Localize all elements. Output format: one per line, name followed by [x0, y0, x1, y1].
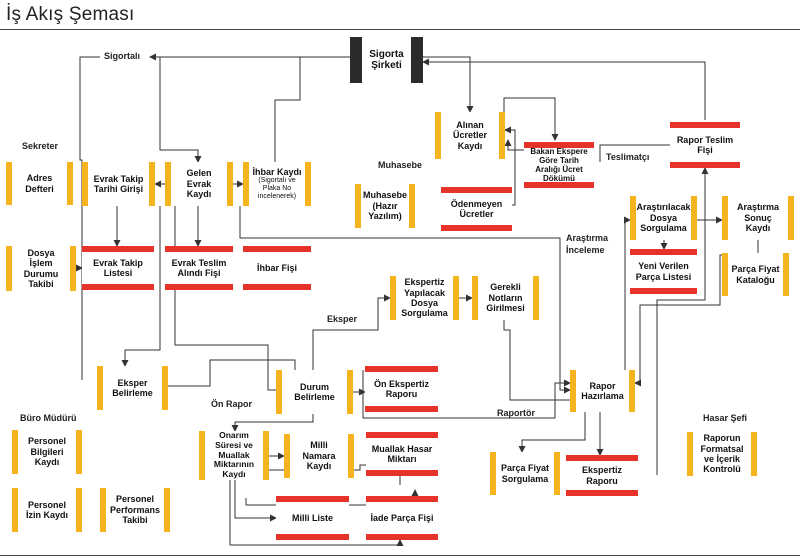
- wire-hazir-parca: [518, 412, 586, 453]
- role-sekreter: Sekreter: [22, 141, 59, 151]
- wire-bakan-ucret: [504, 139, 524, 151]
- wire-ihbar-sirket: [274, 56, 350, 162]
- iade-parca-fisi-box[interactable]: İade Parça Fişi: [366, 496, 438, 540]
- wire-on-raportor: [362, 370, 571, 419]
- parca-fiyat-sorgulama-box[interactable]: Parça Fiyat Sorgulama: [490, 452, 560, 495]
- wire-hazir-arastir: [624, 216, 631, 370]
- rapor-teslim-fisi-box[interactable]: Rapor Teslim Fişi: [670, 122, 740, 168]
- wire-hazir-teslim: [656, 167, 709, 475]
- wire-durum-onarim: [231, 414, 314, 432]
- wire-sigortali-gelen: [159, 57, 202, 163]
- role-muhasebe: Muhasebe: [378, 160, 423, 170]
- evrak-teslim-fisi-box[interactable]: Evrak Teslim Alındı Fişi: [165, 246, 233, 290]
- rapor-hazirlama-box[interactable]: Rapor Hazırlama: [570, 370, 635, 412]
- wire-teslim-bakan: [599, 144, 670, 162]
- personel-izin-box[interactable]: Personel İzin Kaydı: [12, 488, 82, 532]
- role-raportor: Raportör: [497, 408, 535, 418]
- wire-ucret-bakan: [503, 97, 559, 141]
- wire-onarim-iade: [229, 480, 404, 546]
- parca-fiyat-katalogu-box[interactable]: Parça Fiyat Kataloğu: [722, 253, 789, 296]
- gerekli-notlar-box[interactable]: Gerekli Notların Girilmesi: [472, 276, 539, 320]
- wire-gelen-down: [174, 206, 280, 391]
- wire-teslim-sirket: [422, 58, 706, 120]
- adres-defteri-box[interactable]: Adres Defteri: [6, 162, 73, 205]
- title-divider: [0, 29, 800, 30]
- role-arastirma-inceleme: Araştırma İnceleme: [566, 233, 609, 255]
- muhasebe-yazilim-box[interactable]: Muhasebe (Hazır Yazılım): [355, 184, 415, 228]
- sigorta-sirketi-box[interactable]: Sigorta Şirketi: [350, 37, 423, 83]
- wire-notlar-hazir: [503, 320, 570, 401]
- on-ekspertiz-raporu-box[interactable]: Ön Ekspertiz Raporu: [365, 366, 438, 412]
- page-title: İş Akış Şeması: [6, 4, 135, 25]
- wire-durum-sorgu: [312, 294, 391, 370]
- bakan-eksper-box[interactable]: Bakan Ekspere Göre Tarih Aralığı Ücret D…: [524, 142, 594, 188]
- wire-eksper-durum: [168, 359, 296, 387]
- ihbar-kaydi-box[interactable]: İhbar Kaydı (Sigortalı ve Plaka No incel…: [243, 162, 311, 206]
- role-buro-muduru: Büro Müdürü: [20, 413, 77, 423]
- wire-ihbar-right: [239, 206, 571, 394]
- role-sigortali: Sigortalı: [104, 51, 141, 61]
- gelen-evrak-kaydi-box[interactable]: Gelen Evrak Kaydı: [165, 162, 233, 206]
- ekspertiz-raporu-box[interactable]: Ekspertiz Raporu: [566, 455, 638, 496]
- wire-onarim-milli: [234, 480, 277, 522]
- ihbar-fisi-box[interactable]: İhbar Fişi: [243, 246, 311, 290]
- arastirma-sonuc-box[interactable]: Araştırma Sonuç Kaydı: [722, 196, 794, 240]
- milli-namara-box[interactable]: Milli Namara Kaydı: [284, 434, 354, 478]
- personel-performans-box[interactable]: Personel Performans Takibi: [100, 488, 170, 532]
- durum-belirleme-box[interactable]: Durum Belirleme: [276, 370, 353, 414]
- wire-sirket-ucret: [423, 56, 474, 113]
- role-teslimatci: Teslimatçı: [606, 152, 650, 162]
- role-on-rapor: Ön Rapor: [211, 399, 253, 409]
- wire-long-eksper: [121, 206, 161, 367]
- onarim-suresi-box[interactable]: Onarım Süresi ve Muallak Miktarının Kayd…: [199, 430, 269, 480]
- ekspertiz-dosya-sorgulama-box[interactable]: Ekspertiz Yapılacak Dosya Sorgulama: [390, 276, 459, 320]
- dosya-islem-durumu-box[interactable]: Dosya İşlem Durumu Takibi: [6, 246, 76, 291]
- bottom-divider: [0, 555, 800, 556]
- muallak-hasar-box[interactable]: Muallak Hasar Miktarı: [366, 432, 438, 476]
- milli-liste-box[interactable]: Milli Liste: [276, 496, 349, 540]
- odenmeyen-ucretler-box[interactable]: Ödenmeyen Ücretler: [441, 187, 512, 231]
- wire-sigortali-left: [79, 56, 100, 380]
- alinan-ucretler-box[interactable]: Alınan Ücretler Kaydı: [435, 112, 505, 159]
- role-eksper: Eksper: [327, 314, 358, 324]
- role-hasar-sefi: Hasar Şefi: [703, 413, 748, 423]
- yeni-parca-listesi-box[interactable]: Yeni Verilen Parça Listesi: [630, 249, 697, 294]
- evrak-takip-listesi-box[interactable]: Evrak Takip Listesi: [82, 246, 154, 290]
- raporun-formatsal-box[interactable]: Raporun Formatsal ve İçerik Kontrolü: [687, 432, 757, 476]
- personel-bilgileri-box[interactable]: Personel Bilgileri Kaydı: [12, 430, 82, 474]
- eksper-belirleme-box[interactable]: Eksper Belirleme: [97, 366, 168, 410]
- evrak-takip-tarihi-box[interactable]: Evrak Takip Tarihi Girişi: [82, 162, 155, 206]
- arastirilacak-dosya-box[interactable]: Araştırılacak Dosya Sorgulama: [630, 196, 697, 240]
